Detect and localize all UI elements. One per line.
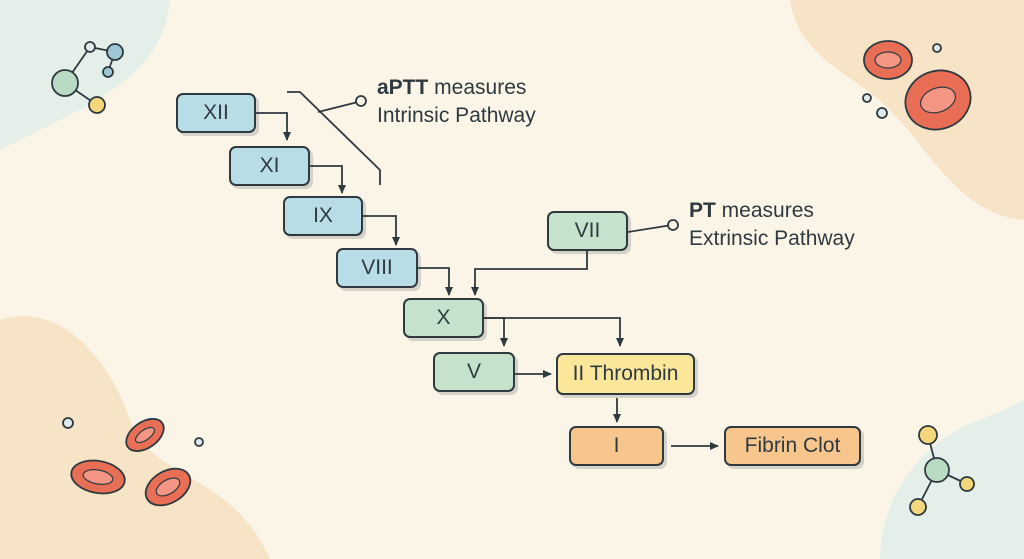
fibrin-clot-box: Fibrin Clot <box>724 426 861 466</box>
aptt-label-bold: aPTT <box>377 76 429 99</box>
thrombin-box: II Thrombin <box>556 353 695 395</box>
pt-label: PT measures Extrinsic Pathway <box>689 197 855 253</box>
aptt-label-rest: measures <box>428 76 527 99</box>
aptt-label-line2: Intrinsic Pathway <box>377 104 536 127</box>
pt-label-line2: Extrinsic Pathway <box>689 227 855 250</box>
fibrinogen-box: I <box>569 426 664 466</box>
molecule-icon-top-left <box>51 41 124 114</box>
corner-blob-top-left <box>0 0 170 150</box>
pathway-connectors <box>256 91 719 450</box>
factor-vii-box: VII <box>547 211 628 251</box>
corner-blob-bottom-right <box>880 400 1024 559</box>
factor-v-box: V <box>433 352 515 392</box>
factor-viii-box: VIII <box>336 248 418 288</box>
aptt-label: aPTT measures Intrinsic Pathway <box>377 74 536 130</box>
pt-label-bold: PT <box>689 199 716 222</box>
pt-pointer-dot <box>667 219 679 231</box>
red-blood-cells-top-right <box>862 40 972 131</box>
pt-label-rest: measures <box>715 199 814 222</box>
factor-xii-box: XII <box>176 93 256 133</box>
factor-x-box: X <box>403 298 484 338</box>
factor-ix-box: IX <box>283 196 363 236</box>
factor-xi-box: XI <box>229 146 310 186</box>
aptt-pointer-dot <box>355 95 367 107</box>
molecule-icon-bottom-right <box>909 425 975 516</box>
red-blood-cells-bottom-left <box>62 417 204 507</box>
